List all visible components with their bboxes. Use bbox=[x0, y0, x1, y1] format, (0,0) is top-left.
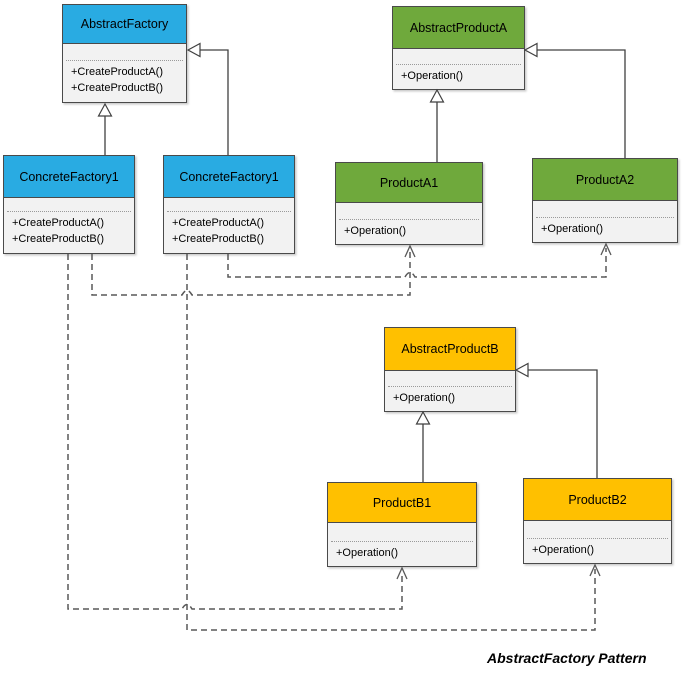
attributes-compartment bbox=[527, 521, 668, 539]
class-box-concrete-factory-1: ConcreteFactory1 +CreateProductA() +Crea… bbox=[3, 155, 135, 254]
dependency-lines bbox=[67, 248, 607, 631]
class-box-abstract-product-b: AbstractProductB +Operation() bbox=[384, 327, 516, 412]
class-name: AbstractProductB bbox=[385, 328, 515, 371]
method: +Operation() bbox=[532, 544, 595, 556]
attributes-compartment bbox=[66, 44, 183, 61]
class-name: ProductB1 bbox=[328, 483, 476, 523]
attributes-compartment bbox=[339, 203, 479, 220]
open-arrow-icon bbox=[404, 244, 416, 258]
attributes-compartment bbox=[536, 201, 674, 218]
method: +Operation() bbox=[393, 392, 456, 404]
class-name: AbstractProductA bbox=[393, 7, 524, 49]
operations-compartment: +CreateProductA() +CreateProductB() bbox=[63, 61, 186, 102]
class-box-product-b1: ProductB1 +Operation() bbox=[327, 482, 477, 567]
open-arrow-icon bbox=[396, 566, 408, 580]
inheritance-line-productb2-to-abstractproductb bbox=[528, 369, 598, 478]
method: +Operation() bbox=[401, 70, 464, 82]
class-name: ConcreteFactory1 bbox=[4, 156, 134, 198]
hollow-triangle-icon bbox=[97, 102, 113, 117]
hollow-triangle-icon bbox=[514, 362, 529, 378]
class-name: ProductA2 bbox=[533, 159, 677, 201]
hollow-triangle-icon bbox=[523, 42, 538, 58]
class-name: ProductA1 bbox=[336, 163, 482, 203]
class-name: ProductB2 bbox=[524, 479, 671, 521]
attributes-compartment bbox=[396, 49, 521, 65]
hollow-triangle-icon bbox=[429, 88, 445, 103]
diagram-caption: AbstractFactory Pattern bbox=[487, 650, 647, 666]
operations-compartment: +Operation() bbox=[393, 65, 524, 89]
class-name: ConcreteFactory1 bbox=[164, 156, 294, 198]
method: +CreateProductA() bbox=[71, 66, 164, 78]
hollow-triangle-icon bbox=[415, 410, 431, 425]
method: +CreateProductB() bbox=[172, 233, 265, 245]
operations-compartment: +Operation() bbox=[385, 387, 515, 411]
method: +CreateProductA() bbox=[172, 217, 265, 229]
class-box-concrete-factory-2: ConcreteFactory1 +CreateProductA() +Crea… bbox=[163, 155, 295, 254]
operations-compartment: +CreateProductA() +CreateProductB() bbox=[4, 212, 134, 253]
open-arrow-icon bbox=[589, 563, 601, 577]
dependency-line-cf2-to-productb2 bbox=[186, 254, 596, 631]
dependency-line-cf1-to-producta1 bbox=[91, 250, 411, 296]
operations-compartment: +CreateProductA() +CreateProductB() bbox=[164, 212, 294, 253]
hollow-triangle-icon bbox=[186, 42, 201, 58]
method: +CreateProductA() bbox=[12, 217, 105, 229]
operations-compartment: +Operation() bbox=[524, 539, 671, 563]
attributes-compartment bbox=[331, 523, 473, 542]
method: +CreateProductB() bbox=[71, 82, 164, 94]
method: +Operation() bbox=[541, 223, 604, 235]
inheritance-line-cf2-to-abstractfactory bbox=[200, 49, 229, 155]
class-box-product-a2: ProductA2 +Operation() bbox=[532, 158, 678, 243]
attributes-compartment bbox=[388, 371, 512, 387]
method: +CreateProductB() bbox=[12, 233, 105, 245]
operations-compartment: +Operation() bbox=[328, 542, 476, 566]
class-box-product-a1: ProductA1 +Operation() bbox=[335, 162, 483, 245]
inheritance-lines bbox=[104, 49, 626, 482]
attributes-compartment bbox=[167, 198, 291, 212]
class-box-product-b2: ProductB2 +Operation() bbox=[523, 478, 672, 564]
open-arrow-icon bbox=[600, 242, 612, 256]
class-box-abstract-factory: AbstractFactory +CreateProductA() +Creat… bbox=[62, 4, 187, 103]
class-box-abstract-product-a: AbstractProductA +Operation() bbox=[392, 6, 525, 90]
method: +Operation() bbox=[344, 225, 407, 237]
operations-compartment: +Operation() bbox=[533, 218, 677, 242]
class-name: AbstractFactory bbox=[63, 5, 186, 44]
method: +Operation() bbox=[336, 547, 399, 559]
attributes-compartment bbox=[7, 198, 131, 212]
operations-compartment: +Operation() bbox=[336, 220, 482, 244]
inheritance-line-producta2-to-abstractproducta bbox=[537, 49, 626, 158]
